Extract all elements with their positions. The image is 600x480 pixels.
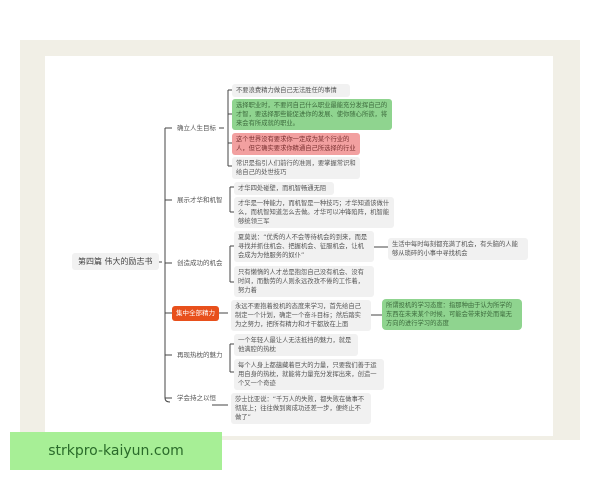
leaf-node[interactable]: 才华四处碰壁，而机智畅通无阻 <box>234 182 334 195</box>
leaf-node[interactable]: 夏莫说：“优秀的人不会等待机会的到来，而是寻找并抓住机会、把握机会、征服机会，让… <box>234 231 374 262</box>
leaf-node[interactable]: 莎士比亚说：“千万人的失败，都失败在做事不彻底上；往往做到离成功还差一步，便终止… <box>231 393 371 424</box>
sub-leaf-node-green[interactable]: 所谓投机的学习态度：指那种由于认为所学的东西在未来某个时候，可能会带来好处而毫无… <box>382 299 522 330</box>
leaf-node-red[interactable]: 这个世界没有要求你一定成为某个行业的人，但它确实要求你精通自己所选择的行业 <box>232 133 360 155</box>
branch-enthusiasm[interactable]: 再现热枕的魅力 <box>174 350 226 361</box>
root-node[interactable]: 第四篇 伟大的励志书 <box>72 253 159 270</box>
leaf-node[interactable]: 只有懒惰的人才总是抱怨自己没有机会、没有时间，而勤劳的人则永远孜孜不倦的工作着，… <box>234 266 374 297</box>
leaf-node[interactable]: 不要浪费精力做自己无法胜任的事情 <box>232 84 350 97</box>
watermark: strkpro-kaiyun.com <box>10 432 222 470</box>
branch-talent[interactable]: 展示才华和机智 <box>174 195 226 206</box>
branch-goals[interactable]: 确立人生目标 <box>174 123 219 134</box>
branch-focus[interactable]: 集中全部精力 <box>172 306 219 321</box>
sub-leaf-node[interactable]: 生活中每时每刻都充满了机会，有头脑的人能够从琐碎的小事中寻找机会 <box>388 238 528 260</box>
branch-persistence[interactable]: 学会持之以恒 <box>174 393 219 404</box>
leaf-node[interactable]: 常识是指引人们前行的准则，要掌握常识和给自己的处世技巧 <box>232 157 360 179</box>
leaf-node[interactable]: 才华是一种能力，而机智是一种技巧；才华知道该做什么，而机智知道怎么去做。才华可以… <box>234 197 394 228</box>
branch-opportunity[interactable]: 创造成功的机会 <box>174 258 226 269</box>
leaf-node[interactable]: 一个年轻人最让人无法抵挡的魅力，就是他满腔的热枕 <box>234 334 358 356</box>
leaf-node[interactable]: 永远不要抱着投机的态度来学习，首先给自己制定一个计划，确定一个奋斗目标；然后踏实… <box>231 300 371 331</box>
leaf-node-green[interactable]: 选择职业时，不要问自己什么职业最能充分发挥自己的才智，要选择那些能促进你的发展、… <box>232 99 392 130</box>
leaf-node[interactable]: 每个人身上都蕴藏着巨大的力量，只要我们善于运用自身的热枕，就能将力量充分发挥出来… <box>234 359 384 390</box>
